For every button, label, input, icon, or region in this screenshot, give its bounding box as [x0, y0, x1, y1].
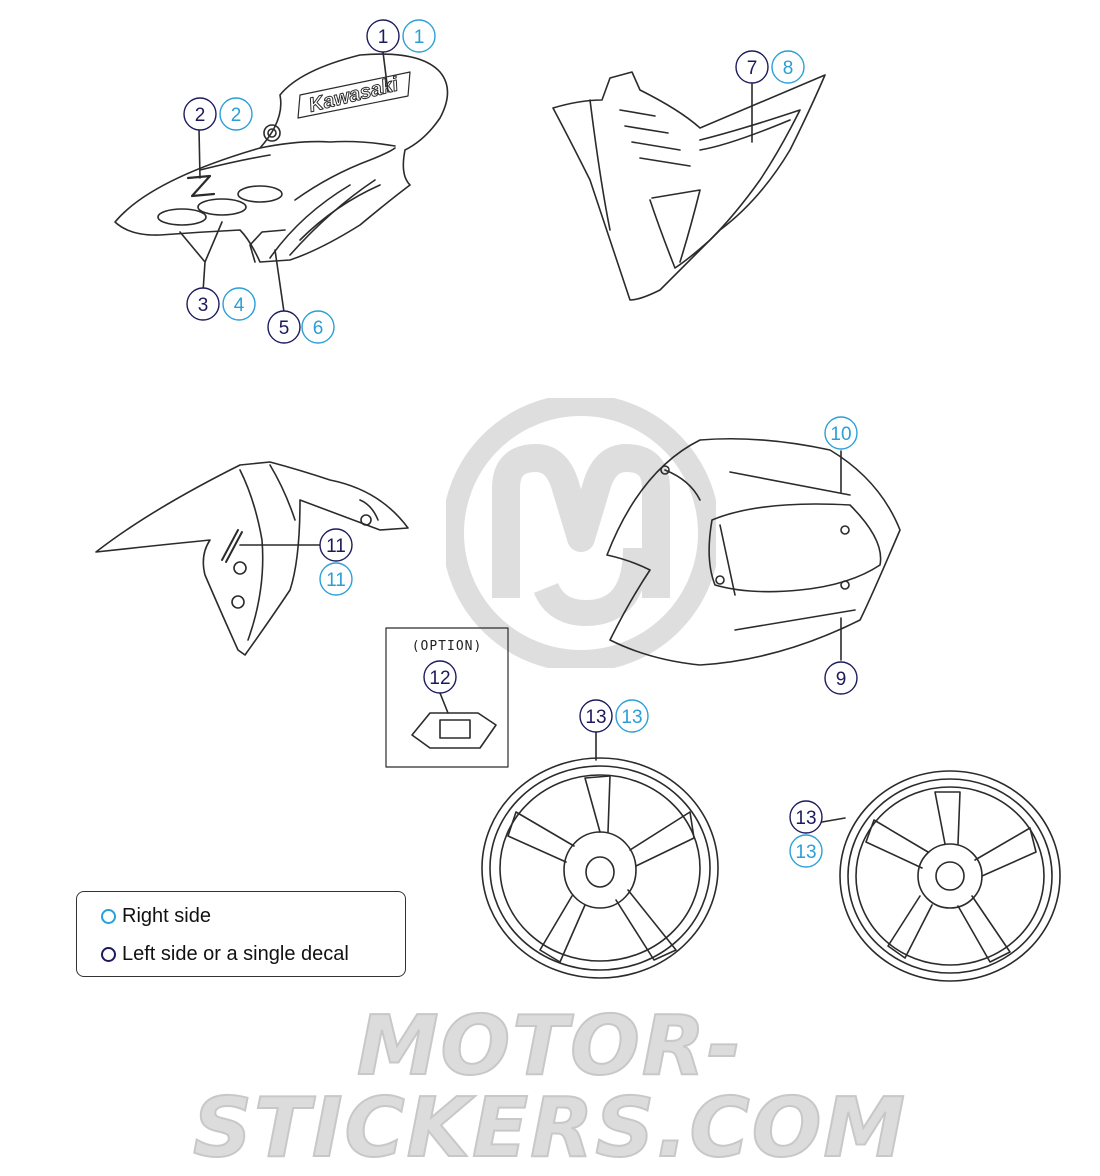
front-fender-part	[95, 461, 409, 656]
svg-text:12: 12	[429, 668, 450, 689]
legend: Right side Left side or a single decal	[76, 891, 406, 977]
svg-text:2: 2	[195, 105, 206, 126]
callout-11: 11 11	[319, 528, 353, 596]
svg-text:4: 4	[234, 295, 245, 316]
svg-text:2: 2	[231, 105, 242, 126]
callout-3-4: 3 4	[186, 287, 256, 321]
svg-text:13: 13	[795, 808, 816, 829]
callout-2: 2 2	[183, 97, 253, 131]
right-side-marker-icon	[101, 908, 116, 924]
rear-wheel-part	[839, 770, 1061, 982]
option-label: (OPTION)	[412, 639, 483, 654]
side-fairing-part	[552, 71, 826, 301]
svg-text:7: 7	[747, 58, 758, 79]
svg-text:8: 8	[783, 58, 794, 79]
svg-text:13: 13	[795, 842, 816, 863]
callout-1: 1 1	[366, 19, 436, 53]
callout-10: 10	[824, 416, 858, 450]
svg-text:13: 13	[585, 707, 606, 728]
decal-diagram: Kawasaki	[95, 19, 1061, 982]
callout-13-rear: 13 13	[789, 800, 823, 868]
svg-text:13: 13	[621, 707, 642, 728]
svg-text:11: 11	[326, 570, 346, 591]
tank-cover-part	[114, 53, 449, 263]
svg-text:1: 1	[378, 27, 389, 48]
svg-text:9: 9	[836, 669, 847, 690]
seat-cowl-part	[606, 437, 901, 666]
callout-13-front: 13 13	[579, 699, 649, 733]
front-wheel-part	[481, 757, 719, 979]
svg-text:3: 3	[198, 295, 209, 316]
callout-7-8: 7 8	[735, 50, 805, 84]
ms-logo-watermark	[446, 398, 716, 668]
option-clip-part	[411, 712, 497, 749]
svg-text:10: 10	[830, 424, 851, 445]
svg-text:6: 6	[313, 318, 324, 339]
left-side-marker-icon	[101, 946, 116, 962]
legend-right-label: Right side	[122, 904, 211, 927]
legend-right-side: Right side	[101, 903, 211, 929]
option-box	[385, 627, 509, 768]
callout-9: 9	[824, 661, 858, 695]
callout-12: 12	[423, 660, 457, 694]
callout-5-6: 5 6	[267, 310, 335, 344]
legend-left-side: Left side or a single decal	[101, 941, 349, 967]
svg-text:11: 11	[326, 536, 346, 557]
svg-text:1: 1	[414, 27, 425, 48]
svg-text:5: 5	[279, 318, 290, 339]
site-watermark: MOTOR-STICKERS.COM	[192, 999, 908, 1176]
legend-left-label: Left side or a single decal	[122, 942, 349, 965]
